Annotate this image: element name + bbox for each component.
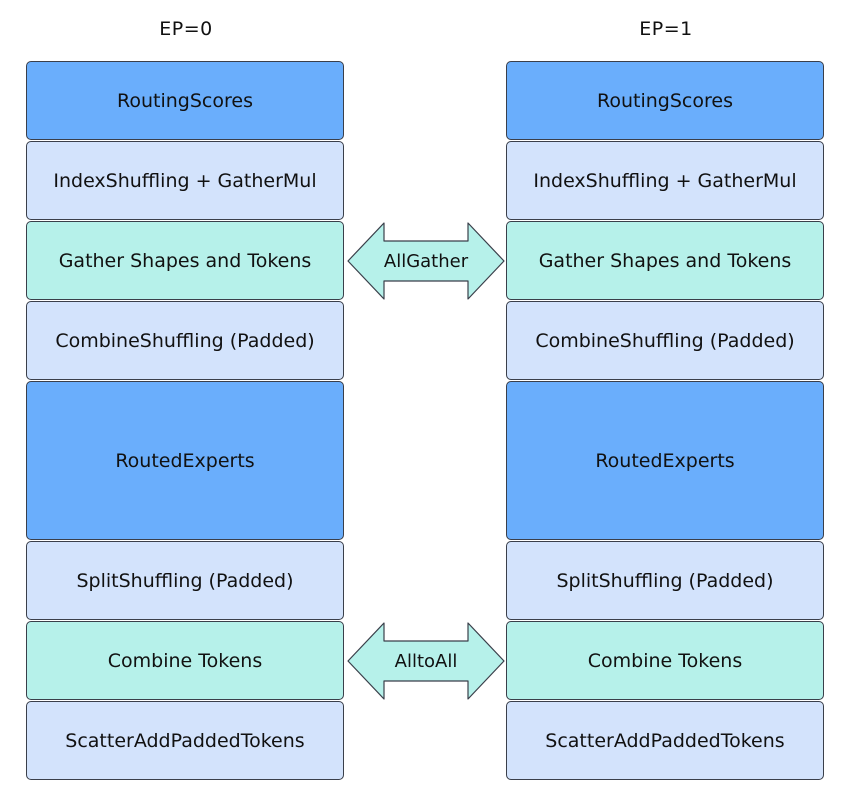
block-label: SplitShuffling (Padded) xyxy=(556,569,774,592)
column-title-ep0: EP=0 xyxy=(159,18,213,40)
combine-tokens-block: Combine Tokens xyxy=(506,621,824,700)
block-label: Combine Tokens xyxy=(587,649,743,672)
block-label: Gather Shapes and Tokens xyxy=(58,249,312,272)
column-title-ep1: EP=1 xyxy=(639,18,693,40)
block-label: IndexShuffling + GatherMul xyxy=(53,169,317,192)
block-label: SplitShuffling (Padded) xyxy=(76,569,294,592)
block-label: IndexShuffling + GatherMul xyxy=(533,169,797,192)
split-shuffling-block: SplitShuffling (Padded) xyxy=(506,541,824,620)
block-label: Combine Tokens xyxy=(107,649,263,672)
routing-scores-block: RoutingScores xyxy=(506,61,824,140)
scatter-add-padded-tokens-block: ScatterAddPaddedTokens xyxy=(506,701,824,780)
arrow-shape xyxy=(347,622,505,700)
index-shuffling-gathermul-block: IndexShuffling + GatherMul xyxy=(26,141,344,220)
block-label: CombineShuffling (Padded) xyxy=(55,329,315,352)
routing-scores-block: RoutingScores xyxy=(26,61,344,140)
gather-shapes-tokens-block: Gather Shapes and Tokens xyxy=(26,221,344,300)
allgather-label: AllGather xyxy=(383,250,469,272)
combine-shuffling-block: CombineShuffling (Padded) xyxy=(26,301,344,380)
arrow-shape xyxy=(347,222,505,300)
double-arrow-icon xyxy=(347,222,505,300)
block-label: RoutingScores xyxy=(117,89,253,112)
combine-tokens-block: Combine Tokens xyxy=(26,621,344,700)
block-label: CombineShuffling (Padded) xyxy=(535,329,795,352)
block-label: ScatterAddPaddedTokens xyxy=(545,729,785,752)
block-label: RoutedExperts xyxy=(115,449,255,472)
alltoall-label: AlltoAll xyxy=(394,650,458,672)
scatter-add-padded-tokens-block: ScatterAddPaddedTokens xyxy=(26,701,344,780)
split-shuffling-block: SplitShuffling (Padded) xyxy=(26,541,344,620)
alltoall-arrow: AlltoAll xyxy=(346,621,506,701)
block-label: Gather Shapes and Tokens xyxy=(538,249,792,272)
block-label: ScatterAddPaddedTokens xyxy=(65,729,305,752)
block-label: RoutedExperts xyxy=(595,449,735,472)
combine-shuffling-block: CombineShuffling (Padded) xyxy=(506,301,824,380)
block-label: RoutingScores xyxy=(597,89,733,112)
gather-shapes-tokens-block: Gather Shapes and Tokens xyxy=(506,221,824,300)
allgather-arrow: AllGather xyxy=(346,221,506,301)
routed-experts-block: RoutedExperts xyxy=(506,381,824,540)
routed-experts-block: RoutedExperts xyxy=(26,381,344,540)
index-shuffling-gathermul-block: IndexShuffling + GatherMul xyxy=(506,141,824,220)
double-arrow-icon xyxy=(347,622,505,700)
